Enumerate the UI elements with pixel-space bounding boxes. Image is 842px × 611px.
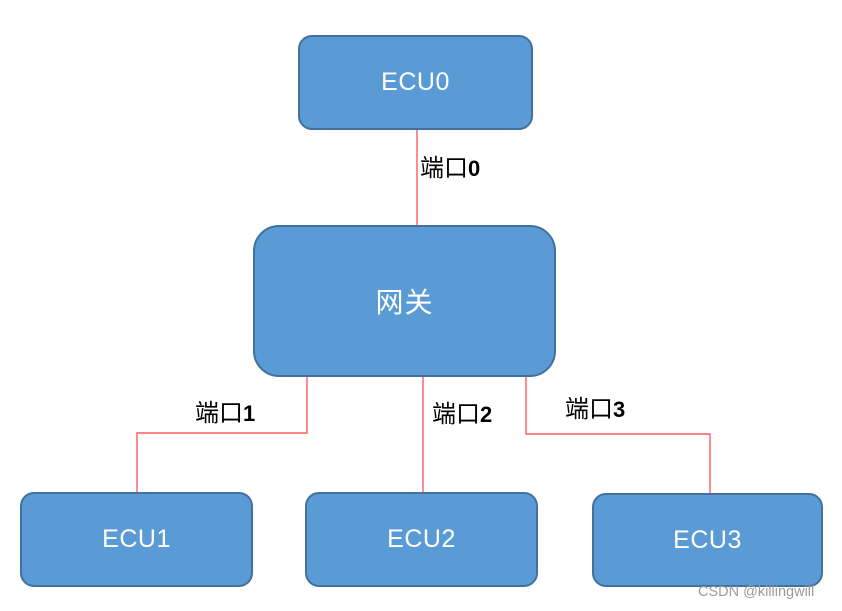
port3-label: 端口3: [565, 396, 625, 424]
csdn-watermark: CSDN @killingwill: [698, 584, 815, 600]
port2-label-prefix: 端口: [432, 402, 480, 428]
port0-label-number: 0: [468, 156, 481, 181]
port3-label-prefix: 端口: [565, 397, 613, 423]
node-gateway: 网关: [253, 225, 556, 377]
node-ecu3-label: ECU3: [673, 525, 742, 554]
port1-label: 端口1: [195, 400, 255, 428]
node-ecu0: ECU0: [298, 35, 533, 130]
port2-label: 端口2: [432, 401, 492, 429]
connector-gateway-ecu3: [525, 377, 711, 493]
port1-label-number: 1: [243, 401, 256, 426]
node-ecu2-label: ECU2: [387, 525, 456, 553]
node-gateway-label: 网关: [375, 287, 434, 318]
port0-label-prefix: 端口: [420, 156, 468, 182]
port0-label: 端口0: [420, 155, 480, 183]
port2-label-number: 2: [480, 402, 493, 427]
connector-gateway-ecu1: [136, 377, 308, 492]
node-ecu3: ECU3: [592, 493, 823, 587]
node-ecu0-label: ECU0: [381, 68, 450, 96]
node-ecu1-label: ECU1: [102, 525, 171, 553]
node-ecu1: ECU1: [20, 492, 253, 587]
node-ecu2: ECU2: [305, 492, 538, 587]
port3-label-number: 3: [613, 397, 626, 422]
port1-label-prefix: 端口: [195, 401, 243, 427]
